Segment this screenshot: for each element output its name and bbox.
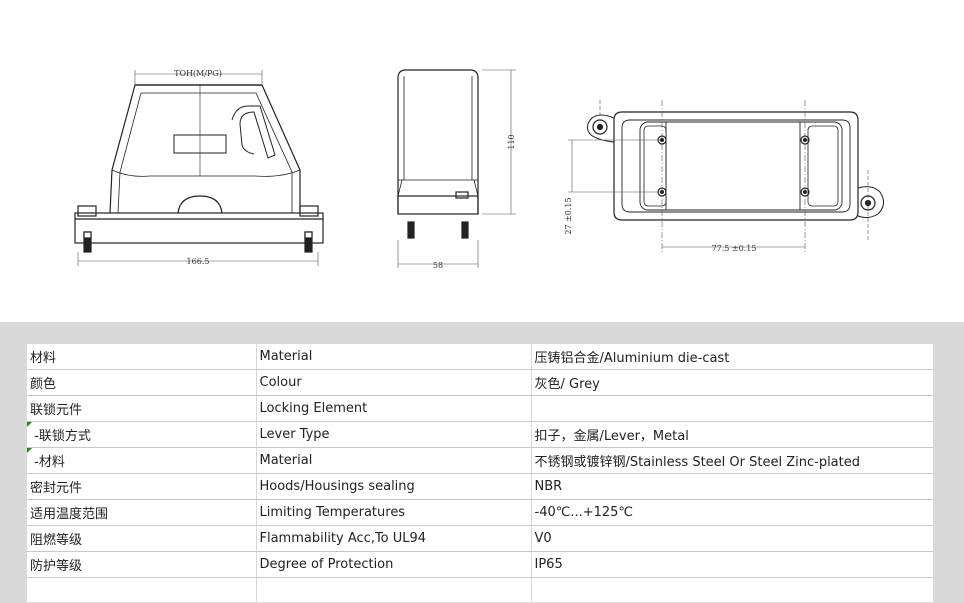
top-height-dimension: 27 ±0.15 bbox=[564, 197, 573, 234]
front-top-dimension: TOH(M/PG) bbox=[174, 69, 222, 78]
english-label-cell: Lever Type bbox=[256, 421, 532, 448]
empty-cell bbox=[27, 577, 257, 602]
specification-rows: 材料 Material 压铸铝合金/Aluminium die-cast 颜色 … bbox=[27, 344, 933, 602]
value-cell: -40℃...+125℃ bbox=[531, 499, 933, 526]
value-cell: V0 bbox=[531, 525, 933, 552]
chinese-label-cell: -材料 bbox=[27, 447, 257, 474]
value-cell: 灰色/ Grey bbox=[531, 369, 933, 396]
value-cell: 扣子，金属/Lever，Metal bbox=[531, 421, 933, 448]
chinese-label-cell: 材料 bbox=[27, 344, 257, 370]
chinese-label-cell: 适用温度范围 bbox=[27, 499, 257, 526]
value-cell bbox=[531, 395, 933, 422]
english-label-cell: Limiting Temperatures bbox=[256, 499, 532, 526]
front-view bbox=[74, 84, 324, 253]
technical-drawing: TOH(M/PG) 166.5 110 58 27 ±0.15 77.5 ±0.… bbox=[74, 69, 884, 270]
table-row-empty bbox=[27, 577, 933, 602]
english-label-cell: Locking Element bbox=[256, 395, 532, 422]
table-row: 材料 Material 压铸铝合金/Aluminium die-cast bbox=[27, 344, 933, 370]
value-cell: 压铸铝合金/Aluminium die-cast bbox=[531, 344, 933, 370]
empty-cell bbox=[531, 577, 933, 602]
top-view bbox=[586, 111, 884, 221]
side-view bbox=[397, 69, 479, 239]
chinese-label-cell: 防护等级 bbox=[27, 551, 257, 578]
english-label-cell: Material bbox=[256, 447, 532, 474]
table-row: 防护等级 Degree of Protection IP65 bbox=[27, 551, 933, 578]
technical-drawing-svg: TOH(M/PG) 166.5 110 58 27 ±0.15 77.5 ±0.… bbox=[74, 69, 884, 270]
english-label-cell: Flammability Acc,To UL94 bbox=[256, 525, 532, 552]
table-row: 阻燃等级 Flammability Acc,To UL94 V0 bbox=[27, 525, 933, 552]
top-width-dimension: 77.5 ±0.15 bbox=[712, 244, 757, 253]
comment-marker-icon bbox=[27, 422, 32, 427]
english-label-cell: Degree of Protection bbox=[256, 551, 532, 578]
front-width-dimension: 166.5 bbox=[187, 257, 210, 266]
table-row: 颜色 Colour 灰色/ Grey bbox=[27, 369, 933, 396]
table-row: 密封元件 Hoods/Housings sealing NBR bbox=[27, 473, 933, 500]
chinese-label-cell: 联锁元件 bbox=[27, 395, 257, 422]
table-row: -材料 Material 不锈钢或镀锌钢/Stainless Steel Or … bbox=[27, 447, 933, 474]
table-row: 联锁元件 Locking Element bbox=[27, 395, 933, 422]
english-label-cell: Colour bbox=[256, 369, 532, 396]
table-row: 适用温度范围 Limiting Temperatures -40℃...+125… bbox=[27, 499, 933, 526]
specification-table: 材料 Material 压铸铝合金/Aluminium die-cast 颜色 … bbox=[27, 344, 933, 602]
english-label-cell: Hoods/Housings sealing bbox=[256, 473, 532, 500]
empty-cell bbox=[256, 577, 532, 602]
specification-section: 材料 Material 压铸铝合金/Aluminium die-cast 颜色 … bbox=[0, 322, 964, 603]
chinese-label-cell: 密封元件 bbox=[27, 473, 257, 500]
side-height-dimension: 110 bbox=[507, 134, 516, 149]
chinese-label-cell: -联锁方式 bbox=[27, 421, 257, 448]
side-width-dimension: 58 bbox=[433, 261, 443, 270]
chinese-label-cell: 阻燃等级 bbox=[27, 525, 257, 552]
comment-marker-icon bbox=[27, 448, 32, 453]
table-row: -联锁方式 Lever Type 扣子，金属/Lever，Metal bbox=[27, 421, 933, 448]
chinese-label-cell: 颜色 bbox=[27, 369, 257, 396]
value-cell: 不锈钢或镀锌钢/Stainless Steel Or Steel Zinc-pl… bbox=[531, 447, 933, 474]
value-cell: NBR bbox=[531, 473, 933, 500]
english-label-cell: Material bbox=[256, 344, 532, 370]
value-cell: IP65 bbox=[531, 551, 933, 578]
